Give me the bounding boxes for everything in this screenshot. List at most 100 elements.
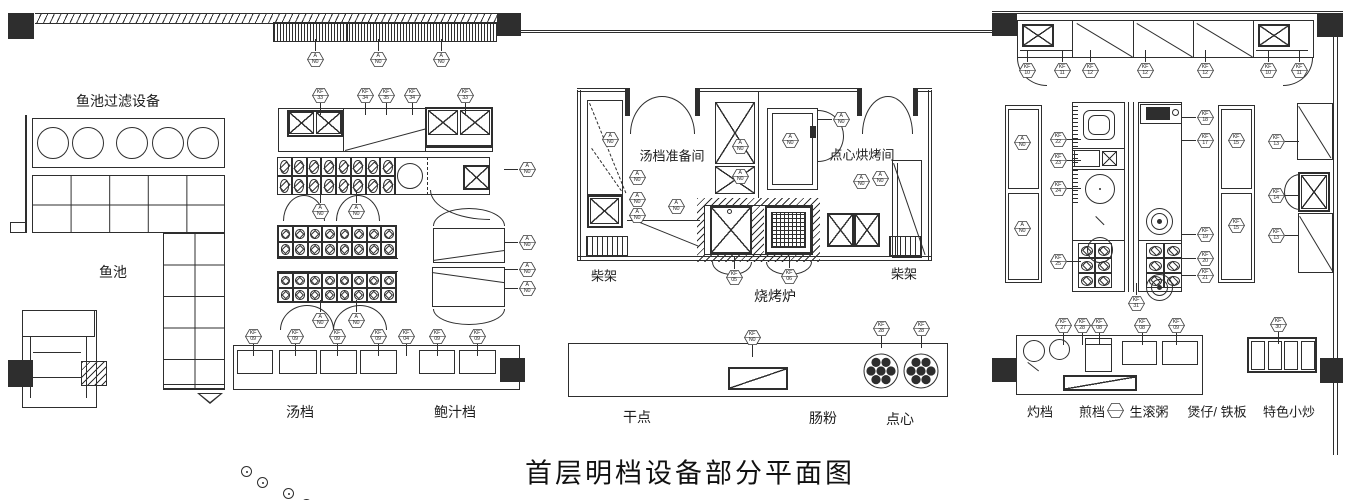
hexagon-tag-icon xyxy=(852,173,870,189)
tag-leader xyxy=(734,257,735,269)
tag-number: 21 xyxy=(1202,275,1208,282)
burner-cell xyxy=(1164,243,1182,258)
burner-cell xyxy=(1146,243,1164,258)
tag-number: N0 xyxy=(352,320,360,327)
tag-number: N0 xyxy=(857,181,865,188)
tall-cabinet xyxy=(892,160,922,258)
hexagon-tag-icon xyxy=(1259,62,1277,78)
burner-bank xyxy=(277,157,395,195)
area-label-abalone-sauce-station: 鲍汁档 xyxy=(434,404,476,420)
tag-leader xyxy=(881,336,882,348)
tag-number: 08 xyxy=(1096,325,1102,332)
tag-number: 09 xyxy=(250,336,256,343)
tag-system-code: A xyxy=(738,139,742,146)
hexagon-tag-icon xyxy=(1090,317,1108,333)
burner-cell xyxy=(1078,273,1095,288)
tag-leader xyxy=(752,345,753,357)
burner-cell xyxy=(277,157,292,176)
tag-number: 09 xyxy=(434,336,440,343)
dimsum-counter xyxy=(568,343,948,397)
sink-unit xyxy=(425,107,493,147)
pond-wall xyxy=(25,115,27,233)
tag-leader xyxy=(1182,234,1196,235)
hexagon-tag-icon xyxy=(1081,62,1099,78)
pond-tiles xyxy=(32,175,225,233)
right-wall xyxy=(1333,35,1338,455)
tag-number: N0 xyxy=(633,177,641,184)
door-jamb xyxy=(695,88,700,116)
tag-leader xyxy=(504,269,518,270)
tag-leader xyxy=(504,242,518,243)
hexagon-tag-icon xyxy=(743,329,761,345)
hexagon-tag-icon xyxy=(1073,317,1091,333)
wall-stub xyxy=(992,358,1016,382)
steamer-cabinet xyxy=(1083,110,1115,140)
burner-cell xyxy=(278,273,293,288)
tag-leader xyxy=(1067,160,1081,161)
area-label-soup-prep-room: 汤档准备间 xyxy=(639,148,705,164)
burner-cell xyxy=(307,226,323,242)
tag-leader xyxy=(315,39,316,51)
hexagon-tag-icon xyxy=(912,320,930,336)
griddle-unit xyxy=(1085,338,1112,372)
salamander-unit xyxy=(1140,104,1182,124)
unit-divider xyxy=(395,157,396,195)
tag-leader xyxy=(437,344,438,356)
wall-stub xyxy=(1320,358,1343,383)
counter-divider xyxy=(1253,20,1254,58)
hexagon-tag-icon xyxy=(1049,152,1067,168)
door-arch xyxy=(662,96,695,134)
tag-number: N0 xyxy=(736,146,744,153)
hexagon-tag-icon xyxy=(1049,253,1067,269)
burner-cell xyxy=(278,241,293,257)
round-unit xyxy=(397,163,423,189)
tag-leader xyxy=(818,119,832,120)
tag-leader xyxy=(1285,141,1299,142)
counter-divider xyxy=(1072,20,1073,58)
island-line xyxy=(1072,169,1125,170)
tag-system-code: KF xyxy=(374,329,382,336)
burner-cell xyxy=(322,226,337,242)
tag-system-code: KF xyxy=(1086,63,1094,70)
door-arch xyxy=(280,305,307,330)
hexagon-tag-icon xyxy=(1227,132,1245,148)
tag-number: 12 xyxy=(1142,70,1148,77)
hexagon-tag-icon xyxy=(601,131,619,147)
tag-leader xyxy=(337,344,338,356)
tag-system-code: KF xyxy=(877,321,885,328)
tag-system-code: KF xyxy=(1295,63,1303,70)
hexagon-tag-icon xyxy=(780,268,798,284)
area-label-rice-noodle-roll: 肠粉 xyxy=(809,410,837,426)
pump-line xyxy=(33,377,81,378)
firewood-hatch xyxy=(586,236,628,256)
tag-system-code: KF xyxy=(1058,63,1066,70)
tag-system-code: KF xyxy=(1272,228,1280,235)
tag-leader xyxy=(504,288,518,289)
steamer-shelf xyxy=(277,258,398,272)
door-arch xyxy=(433,309,469,325)
area-label-blanching-station: 灼档 xyxy=(1026,404,1054,420)
burner-cell xyxy=(322,287,337,302)
tag-leader xyxy=(1067,188,1081,189)
burner-cell xyxy=(292,287,308,302)
tag-number: 14 xyxy=(1273,195,1279,202)
island-line xyxy=(1072,148,1125,149)
burner-cell xyxy=(278,287,293,302)
table-inner xyxy=(1221,109,1252,189)
room-divider xyxy=(758,92,759,198)
